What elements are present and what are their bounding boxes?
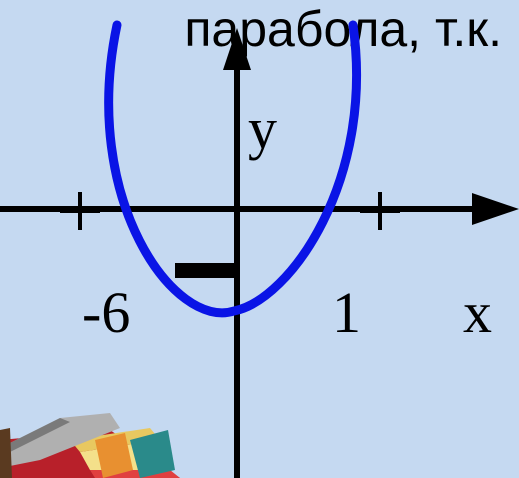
marker-bar [175,263,237,278]
y-axis-label: y [248,96,277,161]
y-axis-arrow [223,28,251,70]
x-axis-label: x [463,280,492,345]
tick-label-right: 1 [332,280,361,345]
tick-left [60,192,100,230]
parabola-curve [104,20,362,318]
tick-label-left: -6 [82,280,130,345]
x-axis-arrow [472,193,519,225]
book-stack-clipart [0,413,180,478]
tick-right [360,192,400,230]
